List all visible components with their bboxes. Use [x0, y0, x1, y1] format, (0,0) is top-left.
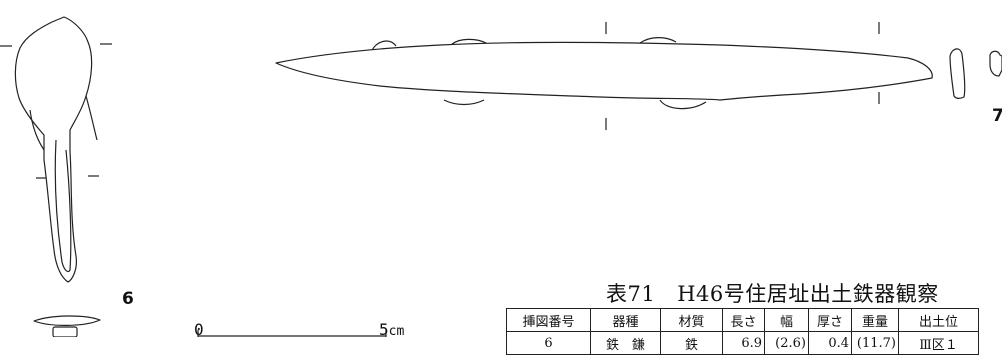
cell-thickness: 0.4 [808, 331, 852, 355]
artifact-7-label: 7 [992, 106, 1002, 126]
artifact-7-section [989, 50, 1002, 77]
artifact-6-front-view [0, 16, 112, 283]
cell-weight: (11.7) [851, 331, 899, 355]
iron-artifact-drawings [0, 16, 1002, 337]
table-header-row: 挿図番号 器種 材質 長さ 幅 厚さ 重量 出土位 [506, 308, 979, 332]
cell-width: (2.6) [764, 331, 809, 355]
table-row: 6 鉄 鎌 鉄 6.9 (2.6) 0.4 (11.7) Ⅲ区１ [506, 331, 979, 355]
cell-material: 鉄 [660, 331, 723, 355]
table-caption: H46号住居址出土鉄器観察 [677, 282, 939, 306]
scale-zero-label: 0 [194, 320, 204, 339]
artifact-6-section-blade [33, 315, 101, 326]
header-width: 幅 [764, 308, 809, 332]
scale-max-value: 5 [379, 320, 389, 339]
scale-bar [197, 330, 387, 337]
scale-max-label: 5cm [379, 320, 404, 339]
header-weight: 重量 [851, 308, 899, 332]
artifact-7-long-view [275, 22, 933, 130]
artifact-6-label: 6 [122, 289, 134, 309]
header-thickness: 厚さ [808, 308, 852, 332]
header-material: 材質 [660, 308, 723, 332]
table-number: 表71 [606, 282, 656, 306]
scale-unit: cm [388, 324, 405, 339]
cell-length: 6.9 [722, 331, 765, 355]
observation-table: 挿図番号 器種 材質 長さ 幅 厚さ 重量 出土位 6 鉄 鎌 鉄 6.9 (2… [506, 308, 979, 355]
header-location: 出土位 [898, 308, 979, 332]
artifact-6-section-tang [52, 326, 78, 337]
cell-figure-number: 6 [506, 331, 591, 355]
header-length: 長さ [722, 308, 765, 332]
table-title: 表71 H46号住居址出土鉄器観察 [606, 278, 939, 308]
artifact-7-side-view [949, 48, 966, 99]
cell-location: Ⅲ区１ [898, 331, 979, 355]
header-type: 器種 [590, 308, 661, 332]
header-figure-number: 挿図番号 [506, 308, 591, 332]
cell-type: 鉄 鎌 [590, 331, 661, 355]
